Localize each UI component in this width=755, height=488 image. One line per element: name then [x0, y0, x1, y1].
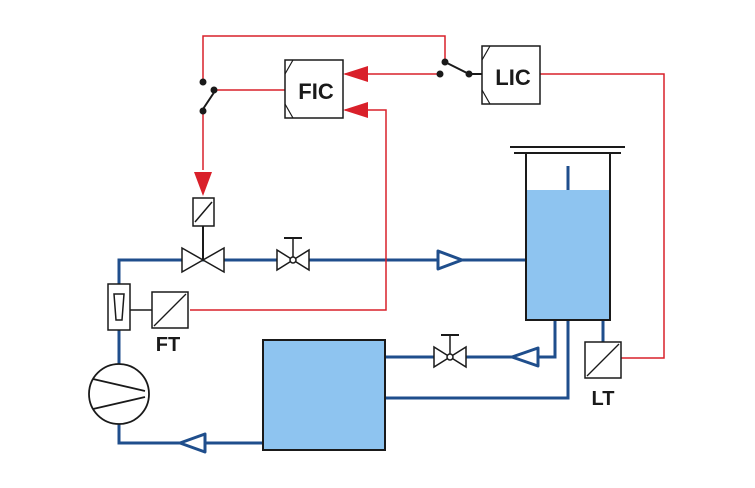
- controller-corner-icon: [284, 59, 294, 119]
- lic-controller[interactable]: LIC: [481, 45, 541, 105]
- ft-label: FT: [156, 334, 180, 356]
- arrowhead-icon: [194, 172, 212, 196]
- tank-liquid: [526, 190, 610, 320]
- switch-icon[interactable]: [199, 78, 218, 115]
- lic-label: LIC: [495, 65, 531, 90]
- arrowhead-icon: [343, 102, 368, 118]
- lt-to-lic-line: [540, 73, 665, 359]
- signal-arrowheads: [194, 66, 368, 196]
- pump-return-line: [117, 424, 263, 445]
- manual-valve-icon[interactable]: [276, 237, 310, 272]
- fic-controller[interactable]: FIC: [284, 59, 344, 119]
- fic-label: FIC: [298, 79, 334, 104]
- feed-line: [117, 258, 526, 284]
- storage-tank: [262, 339, 386, 451]
- lt-label: LT: [592, 388, 615, 410]
- rotameter-icon: [107, 283, 131, 331]
- control-valve-icon[interactable]: [181, 197, 225, 274]
- pump-icon[interactable]: [88, 363, 150, 425]
- switch-icon[interactable]: [436, 58, 483, 78]
- ft-to-fic-line: [190, 109, 387, 311]
- process-tank: [510, 146, 625, 321]
- lic-cascade-line: [202, 35, 446, 80]
- arrowhead-icon: [343, 66, 368, 82]
- level-transmitter[interactable]: LT: [584, 341, 622, 410]
- manual-valve-icon[interactable]: [433, 334, 467, 369]
- tank-overflow-line: [386, 320, 570, 400]
- flow-arrow-icon: [436, 249, 464, 271]
- flow-arrow-icon: [178, 432, 207, 454]
- flow-transmitter[interactable]: FT: [130, 291, 189, 356]
- flow-arrow-icon: [510, 346, 540, 368]
- controller-corner-icon: [481, 45, 491, 105]
- process-lines: [117, 258, 605, 445]
- flow-arrows: [178, 249, 540, 454]
